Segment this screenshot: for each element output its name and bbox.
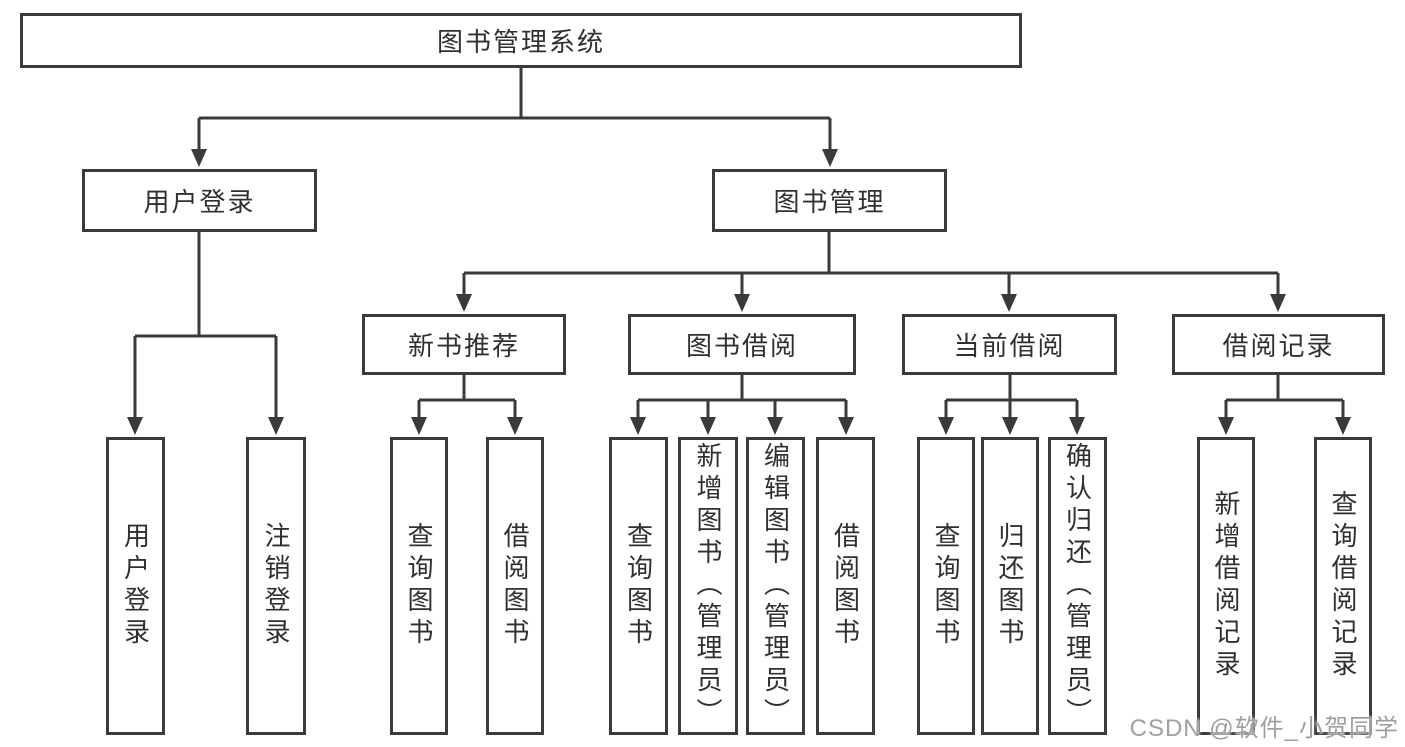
node-leaf-return-books: 归还图书 bbox=[981, 437, 1039, 735]
leaf-label: 归还图书 bbox=[995, 522, 1025, 650]
node-leaf-borrow-books-2: 借阅图书 bbox=[816, 437, 875, 735]
node-leaf-user-login: 用户登录 bbox=[106, 437, 165, 735]
node-leaf-query-books-1: 查询图书 bbox=[390, 437, 448, 735]
edge-root-to-level2 bbox=[197, 68, 832, 152]
node-new-book-recommend: 新书推荐 bbox=[362, 314, 566, 375]
node-book-management: 图书管理 bbox=[712, 169, 947, 232]
node-leaf-edit-books-admin: 编辑图书（管理员） bbox=[746, 437, 805, 735]
node-user-login: 用户登录 bbox=[82, 169, 317, 232]
csdn-watermark: CSDN @软件_小贺同学 bbox=[1129, 715, 1399, 742]
node-leaf-borrow-books-1: 借阅图书 bbox=[486, 437, 544, 735]
edge-borrowrecords-to-leaves bbox=[1224, 375, 1345, 420]
node-leaf-add-borrow-record: 新增借阅记录 bbox=[1197, 437, 1255, 735]
node-current-borrowing: 当前借阅 bbox=[902, 314, 1117, 375]
leaf-label: 查询图书 bbox=[404, 522, 434, 650]
node-leaf-query-books-3: 查询图书 bbox=[917, 437, 975, 735]
leaf-label: 确认归还（管理员） bbox=[1062, 442, 1093, 730]
leaf-label: 用户登录 bbox=[120, 522, 151, 650]
node-leaf-confirm-return-admin: 确认归还（管理员） bbox=[1048, 437, 1107, 735]
edge-userlogin-to-leaves bbox=[133, 232, 278, 420]
node-book-borrowing: 图书借阅 bbox=[628, 314, 856, 375]
leaf-label: 查询图书 bbox=[623, 522, 654, 650]
arrowheads bbox=[127, 149, 1351, 435]
node-leaf-query-books-2: 查询图书 bbox=[609, 437, 668, 735]
edge-bookmgmt-to-level3 bbox=[462, 232, 1280, 297]
leaf-label: 编辑图书（管理员） bbox=[760, 442, 791, 730]
leaf-label: 注销登录 bbox=[261, 522, 291, 650]
node-borrow-records: 借阅记录 bbox=[1172, 314, 1385, 375]
node-leaf-query-borrow-record: 查询借阅记录 bbox=[1314, 437, 1372, 735]
leaf-label: 新增图书（管理员） bbox=[693, 442, 723, 730]
leaf-label: 新增借阅记录 bbox=[1211, 490, 1241, 682]
leaf-label: 查询借阅记录 bbox=[1328, 490, 1358, 682]
node-root-library-system: 图书管理系统 bbox=[20, 13, 1022, 68]
node-leaf-logout: 注销登录 bbox=[246, 437, 306, 735]
edge-bookborrow-to-leaves bbox=[636, 375, 848, 420]
leaf-label: 借阅图书 bbox=[500, 522, 530, 650]
leaf-label: 查询图书 bbox=[931, 522, 961, 650]
tree-edges bbox=[133, 68, 1345, 420]
node-leaf-add-books-admin: 新增图书（管理员） bbox=[678, 437, 738, 735]
edge-newbooks-to-leaves bbox=[417, 375, 517, 420]
edge-currentborrow-to-leaves bbox=[944, 375, 1079, 420]
leaf-label: 借阅图书 bbox=[830, 522, 861, 650]
